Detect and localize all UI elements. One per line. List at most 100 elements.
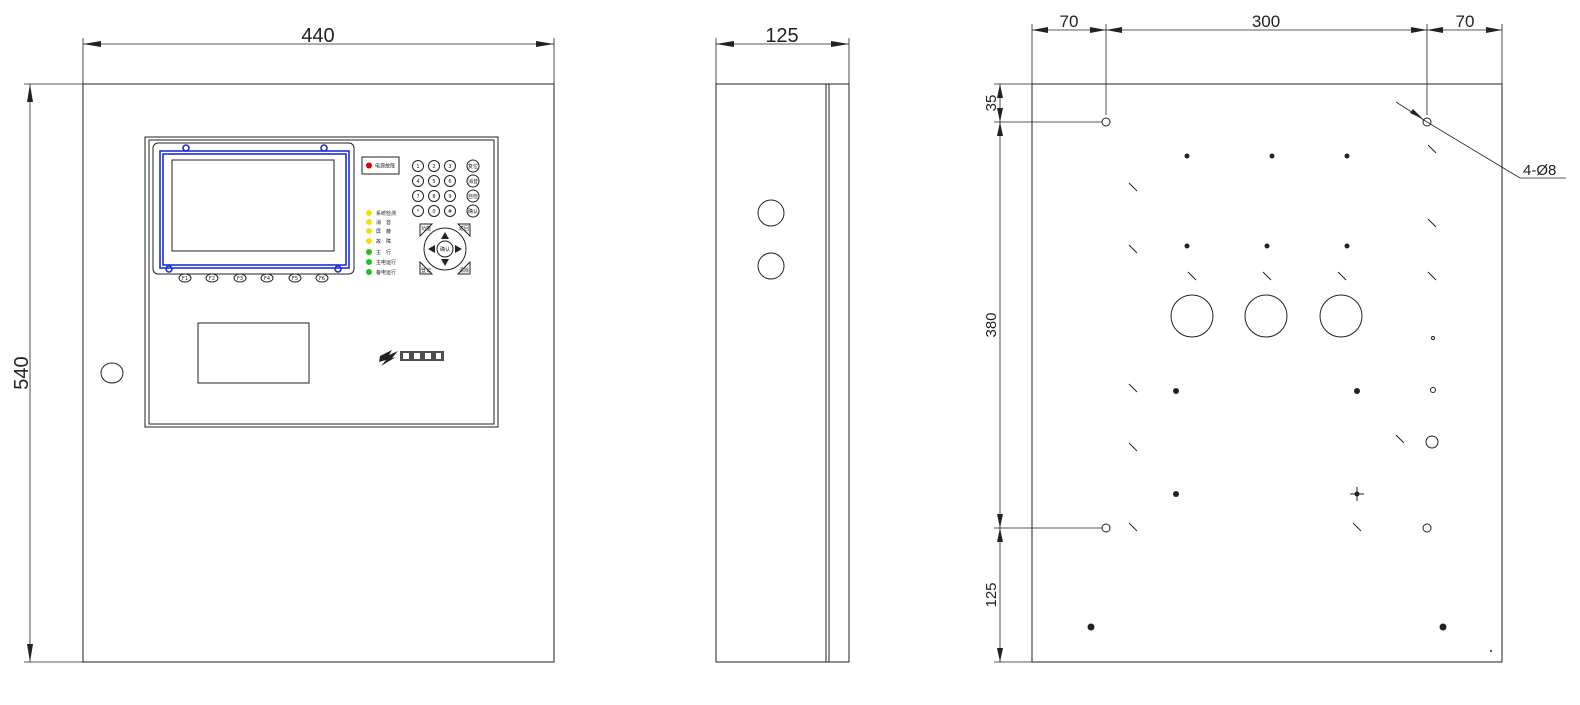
corner-speck — [1490, 650, 1492, 652]
diagonal-slots — [1128, 144, 1437, 532]
back-left-dimensions: 35 380 125 — [983, 83, 1102, 663]
svg-text:故 障: 故 障 — [376, 238, 391, 245]
function-key-f2: F2 — [205, 273, 219, 283]
key-5: 5 — [428, 175, 440, 187]
front-height-label: 540 — [11, 356, 33, 389]
svg-text:消音: 消音 — [468, 178, 478, 185]
svg-text:F5: F5 — [292, 276, 298, 282]
function-key-f3: F3 — [233, 273, 247, 283]
nav-up-arrow-icon — [441, 232, 449, 239]
side-knockout-hole-upper — [757, 199, 785, 227]
svg-text:6: 6 — [448, 179, 451, 185]
printer-window — [197, 322, 310, 384]
screen-bezel — [152, 142, 355, 275]
svg-text:主电运行: 主电运行 — [376, 259, 396, 266]
nav-corner-clear: 清除 — [459, 267, 469, 274]
hole-callout: 4-Ø8 — [1395, 101, 1566, 179]
dim-left-label: 70 — [1060, 12, 1079, 31]
hole-callout-label: 4-Ø8 — [1523, 162, 1556, 179]
svg-text:4: 4 — [416, 179, 419, 185]
navigation-pad: 确认 功能 返回 登记 清除 — [419, 223, 471, 275]
key-6: 6 — [444, 175, 456, 187]
svg-text:9: 9 — [448, 194, 451, 200]
side-knockout-hole-lower — [757, 252, 785, 280]
door-lock — [100, 362, 124, 384]
key-reset: 复位 — [466, 159, 480, 173]
nav-left-arrow-icon — [428, 245, 435, 253]
nav-center-label: 确认 — [440, 246, 450, 253]
power-fault-label: 电源故障 — [375, 163, 395, 170]
indicator-main-power: 主电运行 — [366, 259, 396, 266]
svg-text:F4: F4 — [264, 276, 270, 282]
screen-screws — [165, 144, 342, 273]
svg-text:8: 8 — [432, 194, 435, 200]
indicator-run: 主 行 — [366, 249, 391, 256]
front-width-label: 440 — [301, 25, 334, 47]
nav-corner-back: 返回 — [459, 225, 469, 232]
svg-text:确认: 确认 — [468, 208, 478, 215]
function-key-f1: F1 — [178, 273, 192, 283]
svg-text:消 音: 消 音 — [376, 219, 391, 226]
lcd-display — [171, 159, 335, 252]
nav-right-arrow-icon — [455, 245, 462, 253]
function-keys: F1 F2 F3 F4 F5 F6 — [178, 273, 329, 283]
dim-top-offset-label: 35 — [983, 95, 1000, 112]
svg-text:主 行: 主 行 — [376, 249, 391, 256]
indicator-system-check: 系统检测 — [366, 210, 396, 217]
mounting-holes — [1101, 117, 1432, 533]
key-8: 8 — [428, 190, 440, 202]
key-3: 3 — [444, 160, 456, 172]
dim-right-label: 70 — [1456, 12, 1475, 31]
front-height-dimension: 540 — [11, 83, 83, 663]
status-indicators: 系统检测 消 音 屏 蔽 故 障 主 行 主电运行 备电运行 — [366, 210, 396, 276]
svg-text:F2: F2 — [209, 276, 215, 282]
function-key-f4: F4 — [260, 273, 274, 283]
dim-hole-spacing-label: 380 — [983, 312, 1000, 337]
control-panel-outline — [144, 136, 499, 428]
svg-text:#: # — [448, 209, 452, 215]
back-view: 70 300 70 35 380 125 — [983, 12, 1566, 663]
svg-text:3: 3 — [448, 164, 451, 170]
numeric-keypad: 1 2 3 4 5 6 7 8 9 * 0 # 复位 消音 自检 确认 — [412, 159, 480, 218]
back-cabinet-outline — [1031, 83, 1503, 663]
key-silence: 消音 — [466, 174, 480, 188]
crosshair-marker-icon — [1350, 487, 1364, 501]
svg-text:1: 1 — [416, 164, 419, 170]
front-view: 440 540 F1 F2 F3 — [11, 25, 555, 663]
brand-logo-icon — [379, 350, 444, 366]
front-width-dimension: 440 — [82, 25, 555, 84]
indicator-backup-power: 备电运行 — [366, 269, 396, 276]
dim-bottom-label: 125 — [983, 582, 1000, 607]
power-fault-button: 电源故障 — [361, 156, 400, 175]
svg-text:自检: 自检 — [468, 193, 478, 200]
large-knockouts — [1170, 294, 1363, 338]
svg-text:F1: F1 — [182, 276, 188, 282]
svg-text:0: 0 — [432, 209, 435, 215]
function-key-f6: F6 — [315, 273, 329, 283]
svg-text:系统检测: 系统检测 — [376, 210, 396, 217]
key-star: * — [412, 205, 424, 217]
side-depth-dimension: 125 — [715, 25, 850, 84]
svg-text:*: * — [417, 209, 420, 215]
side-depth-label: 125 — [765, 25, 798, 47]
key-1: 1 — [412, 160, 424, 172]
indicator-shield: 屏 蔽 — [366, 228, 391, 235]
key-7: 7 — [412, 190, 424, 202]
svg-text:备电运行: 备电运行 — [376, 269, 396, 276]
front-cabinet-outline — [82, 83, 555, 663]
svg-text:5: 5 — [432, 179, 435, 185]
key-0: 0 — [428, 205, 440, 217]
rivet-dots — [1087, 153, 1447, 631]
dim-middle-label: 300 — [1252, 12, 1280, 31]
side-view: 125 — [715, 25, 850, 663]
nav-corner-function: 功能 — [421, 225, 431, 232]
nav-corner-register: 登记 — [421, 267, 431, 274]
svg-text:7: 7 — [416, 194, 419, 200]
indicator-silence: 消 音 — [366, 219, 391, 226]
back-top-dimensions: 70 300 70 — [1031, 12, 1503, 115]
control-panel-inner — [148, 139, 495, 425]
svg-text:F3: F3 — [237, 276, 243, 282]
screen-frame-inner — [162, 153, 347, 266]
key-2: 2 — [428, 160, 440, 172]
svg-text:2: 2 — [432, 164, 435, 170]
